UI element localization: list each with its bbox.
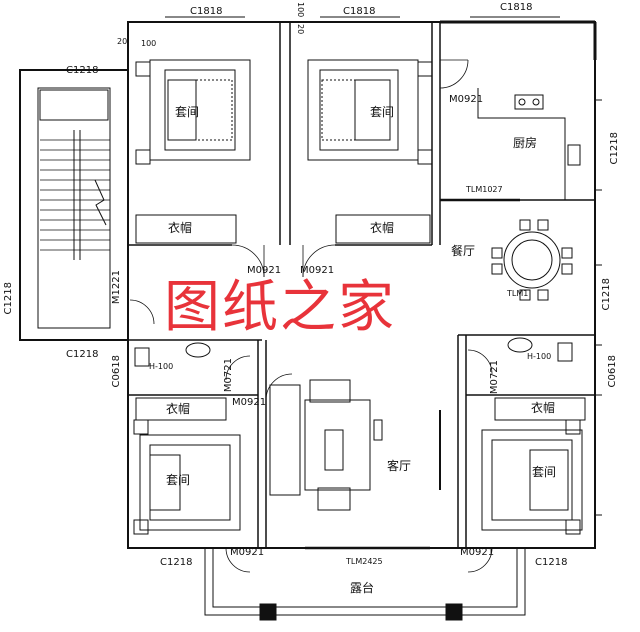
room-label: H-100 xyxy=(149,362,174,371)
bed-icon xyxy=(481,429,583,531)
room-label: 衣帽 xyxy=(370,221,395,235)
window-label: C1818 xyxy=(190,6,223,17)
window-label: C0618 xyxy=(607,355,618,388)
door-label: M0921 xyxy=(230,547,265,558)
dining-table-icon xyxy=(491,219,573,301)
dimension-note: 20 xyxy=(117,37,128,46)
door-swings xyxy=(129,59,493,573)
door-label: M0721 xyxy=(489,360,500,395)
room-label: 衣帽 xyxy=(168,221,193,235)
stair-icon xyxy=(37,87,111,329)
balcony xyxy=(204,548,526,621)
window-label: C1218 xyxy=(601,278,612,311)
door-label: TLM2425 xyxy=(346,557,383,566)
room-label: 套间 xyxy=(532,465,557,479)
door-label: M0921 xyxy=(232,397,267,408)
dimension-note: 100 xyxy=(141,39,157,48)
interior-walls xyxy=(128,22,595,548)
door-label: TLM1027 xyxy=(466,185,503,194)
door-label: M0921 xyxy=(247,265,282,276)
room-label: 套间 xyxy=(166,473,191,487)
door-label: M1221 xyxy=(111,270,122,305)
window-label: C1818 xyxy=(343,6,376,17)
window-label: C1218 xyxy=(66,65,99,76)
bed-icon xyxy=(307,59,419,161)
window-label: C1218 xyxy=(160,557,193,568)
window-label: C0618 xyxy=(111,355,122,388)
window-label: C1218 xyxy=(609,132,620,165)
sofa-icon xyxy=(269,379,383,511)
room-label: 套间 xyxy=(370,105,395,119)
window-label: C1818 xyxy=(500,2,533,13)
door-label: M0721 xyxy=(223,358,234,393)
door-label: M0921 xyxy=(460,547,495,558)
door-label: M0921 xyxy=(449,94,484,105)
bed-icon xyxy=(139,434,241,531)
toilet-icon xyxy=(134,342,573,367)
room-label: 套间 xyxy=(175,105,200,119)
room-label: 衣帽 xyxy=(531,401,556,415)
window-label: C1218 xyxy=(3,282,14,315)
washbasin-icon xyxy=(185,337,533,358)
room-label: 餐厅 xyxy=(451,244,476,258)
sliding-doors xyxy=(305,198,520,550)
room-label: 厨房 xyxy=(513,136,538,150)
room-label: 客厅 xyxy=(387,459,412,473)
room-label: 露台 xyxy=(350,581,375,595)
window-label: C1218 xyxy=(66,349,99,360)
kitchen-counter xyxy=(477,88,581,200)
window-marks xyxy=(165,16,602,516)
window-label: C1218 xyxy=(535,557,568,568)
nightstand-icon xyxy=(133,61,581,535)
door-label: TLM1 xyxy=(507,289,529,298)
room-label: 衣帽 xyxy=(166,402,191,416)
bed-icon xyxy=(149,59,251,161)
room-label: H-100 xyxy=(527,352,552,361)
door-label: M0921 xyxy=(300,265,335,276)
dimension-note: 100 xyxy=(296,2,305,18)
wardrobe-icon xyxy=(135,214,586,421)
dimension-note: 20 xyxy=(296,24,305,35)
watermark-text: 图纸之家 xyxy=(164,275,396,340)
